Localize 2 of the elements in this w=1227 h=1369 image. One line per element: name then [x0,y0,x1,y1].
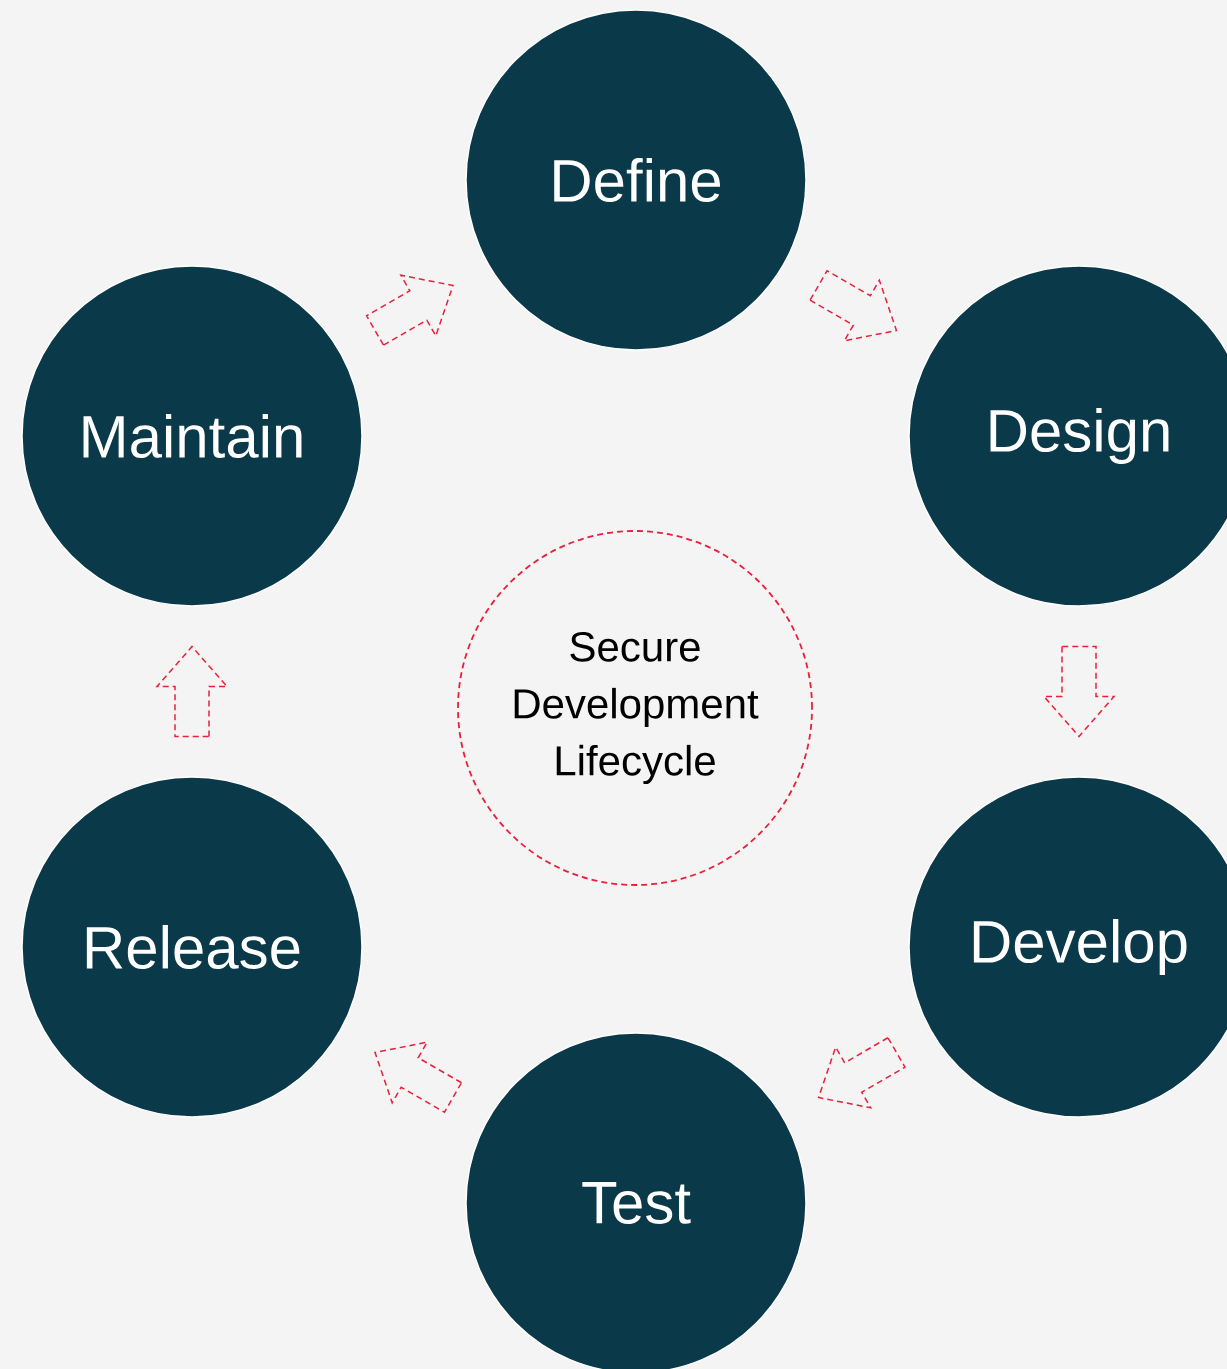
block-arrow [155,645,229,738]
block-arrow [1042,645,1116,738]
